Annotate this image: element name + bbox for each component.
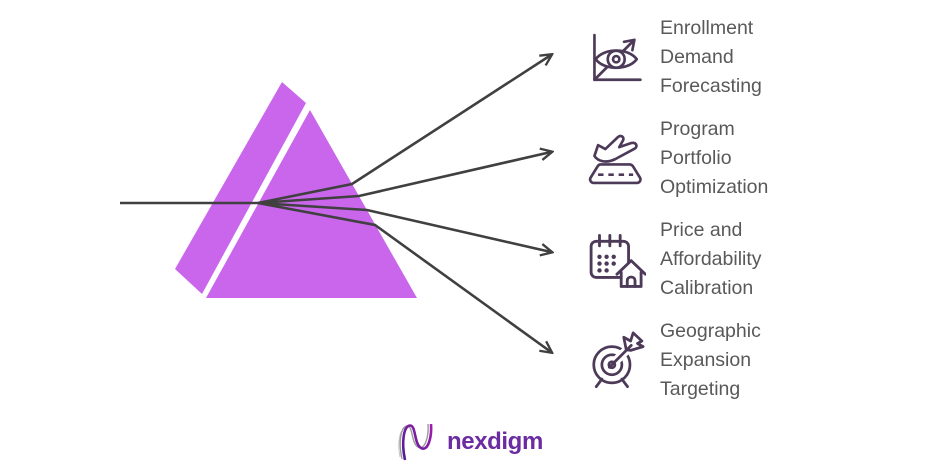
item-label: Geographic Expansion Targeting — [660, 317, 761, 404]
target-dart-icon — [584, 331, 646, 391]
ray-arrow-price — [257, 201, 551, 252]
ray-arrow-program — [257, 152, 551, 205]
item-label-line: Calibration — [660, 277, 754, 299]
ray-arrow-geographic — [257, 201, 551, 352]
list-item-enrollment: Enrollment Demand Forecasting — [584, 14, 924, 101]
list-item-program: Program Portfolio Optimization — [584, 115, 924, 202]
nexdigm-logo-mark-icon — [398, 423, 433, 461]
item-label: Price and Affordability Calibration — [660, 216, 762, 303]
list-item-price: Price and Affordability Calibration — [584, 216, 924, 303]
item-label: Enrollment Demand Forecasting — [660, 14, 762, 101]
item-label-line: Expansion — [660, 349, 752, 371]
prism-left-facet — [175, 82, 306, 294]
airplane-takeoff-icon — [584, 130, 646, 188]
ray-arrow-enrollment — [257, 55, 551, 205]
item-label-line: Geographic — [660, 320, 761, 342]
item-label-line: Program — [660, 118, 735, 140]
calendar-house-icon — [584, 229, 646, 291]
eye-growth-chart-icon — [584, 29, 646, 87]
nexdigm-logo: nexdigm — [396, 421, 543, 463]
item-label-line: Optimization — [660, 176, 769, 198]
item-label: Program Portfolio Optimization — [660, 115, 768, 202]
item-label-line: Enrollment — [660, 17, 754, 39]
item-label-line: Forecasting — [660, 75, 762, 97]
list-item-geographic: Geographic Expansion Targeting — [584, 317, 924, 404]
prism-body — [206, 110, 417, 298]
logo-wordmark: nexdigm — [447, 428, 543, 455]
item-label-line: Affordability — [660, 248, 762, 270]
item-label-line: Targeting — [660, 378, 741, 400]
prism-ray-diagram — [120, 0, 584, 420]
item-label-line: Price and — [660, 219, 743, 241]
item-label-line: Portfolio — [660, 147, 732, 169]
item-label-line: Demand — [660, 46, 734, 68]
